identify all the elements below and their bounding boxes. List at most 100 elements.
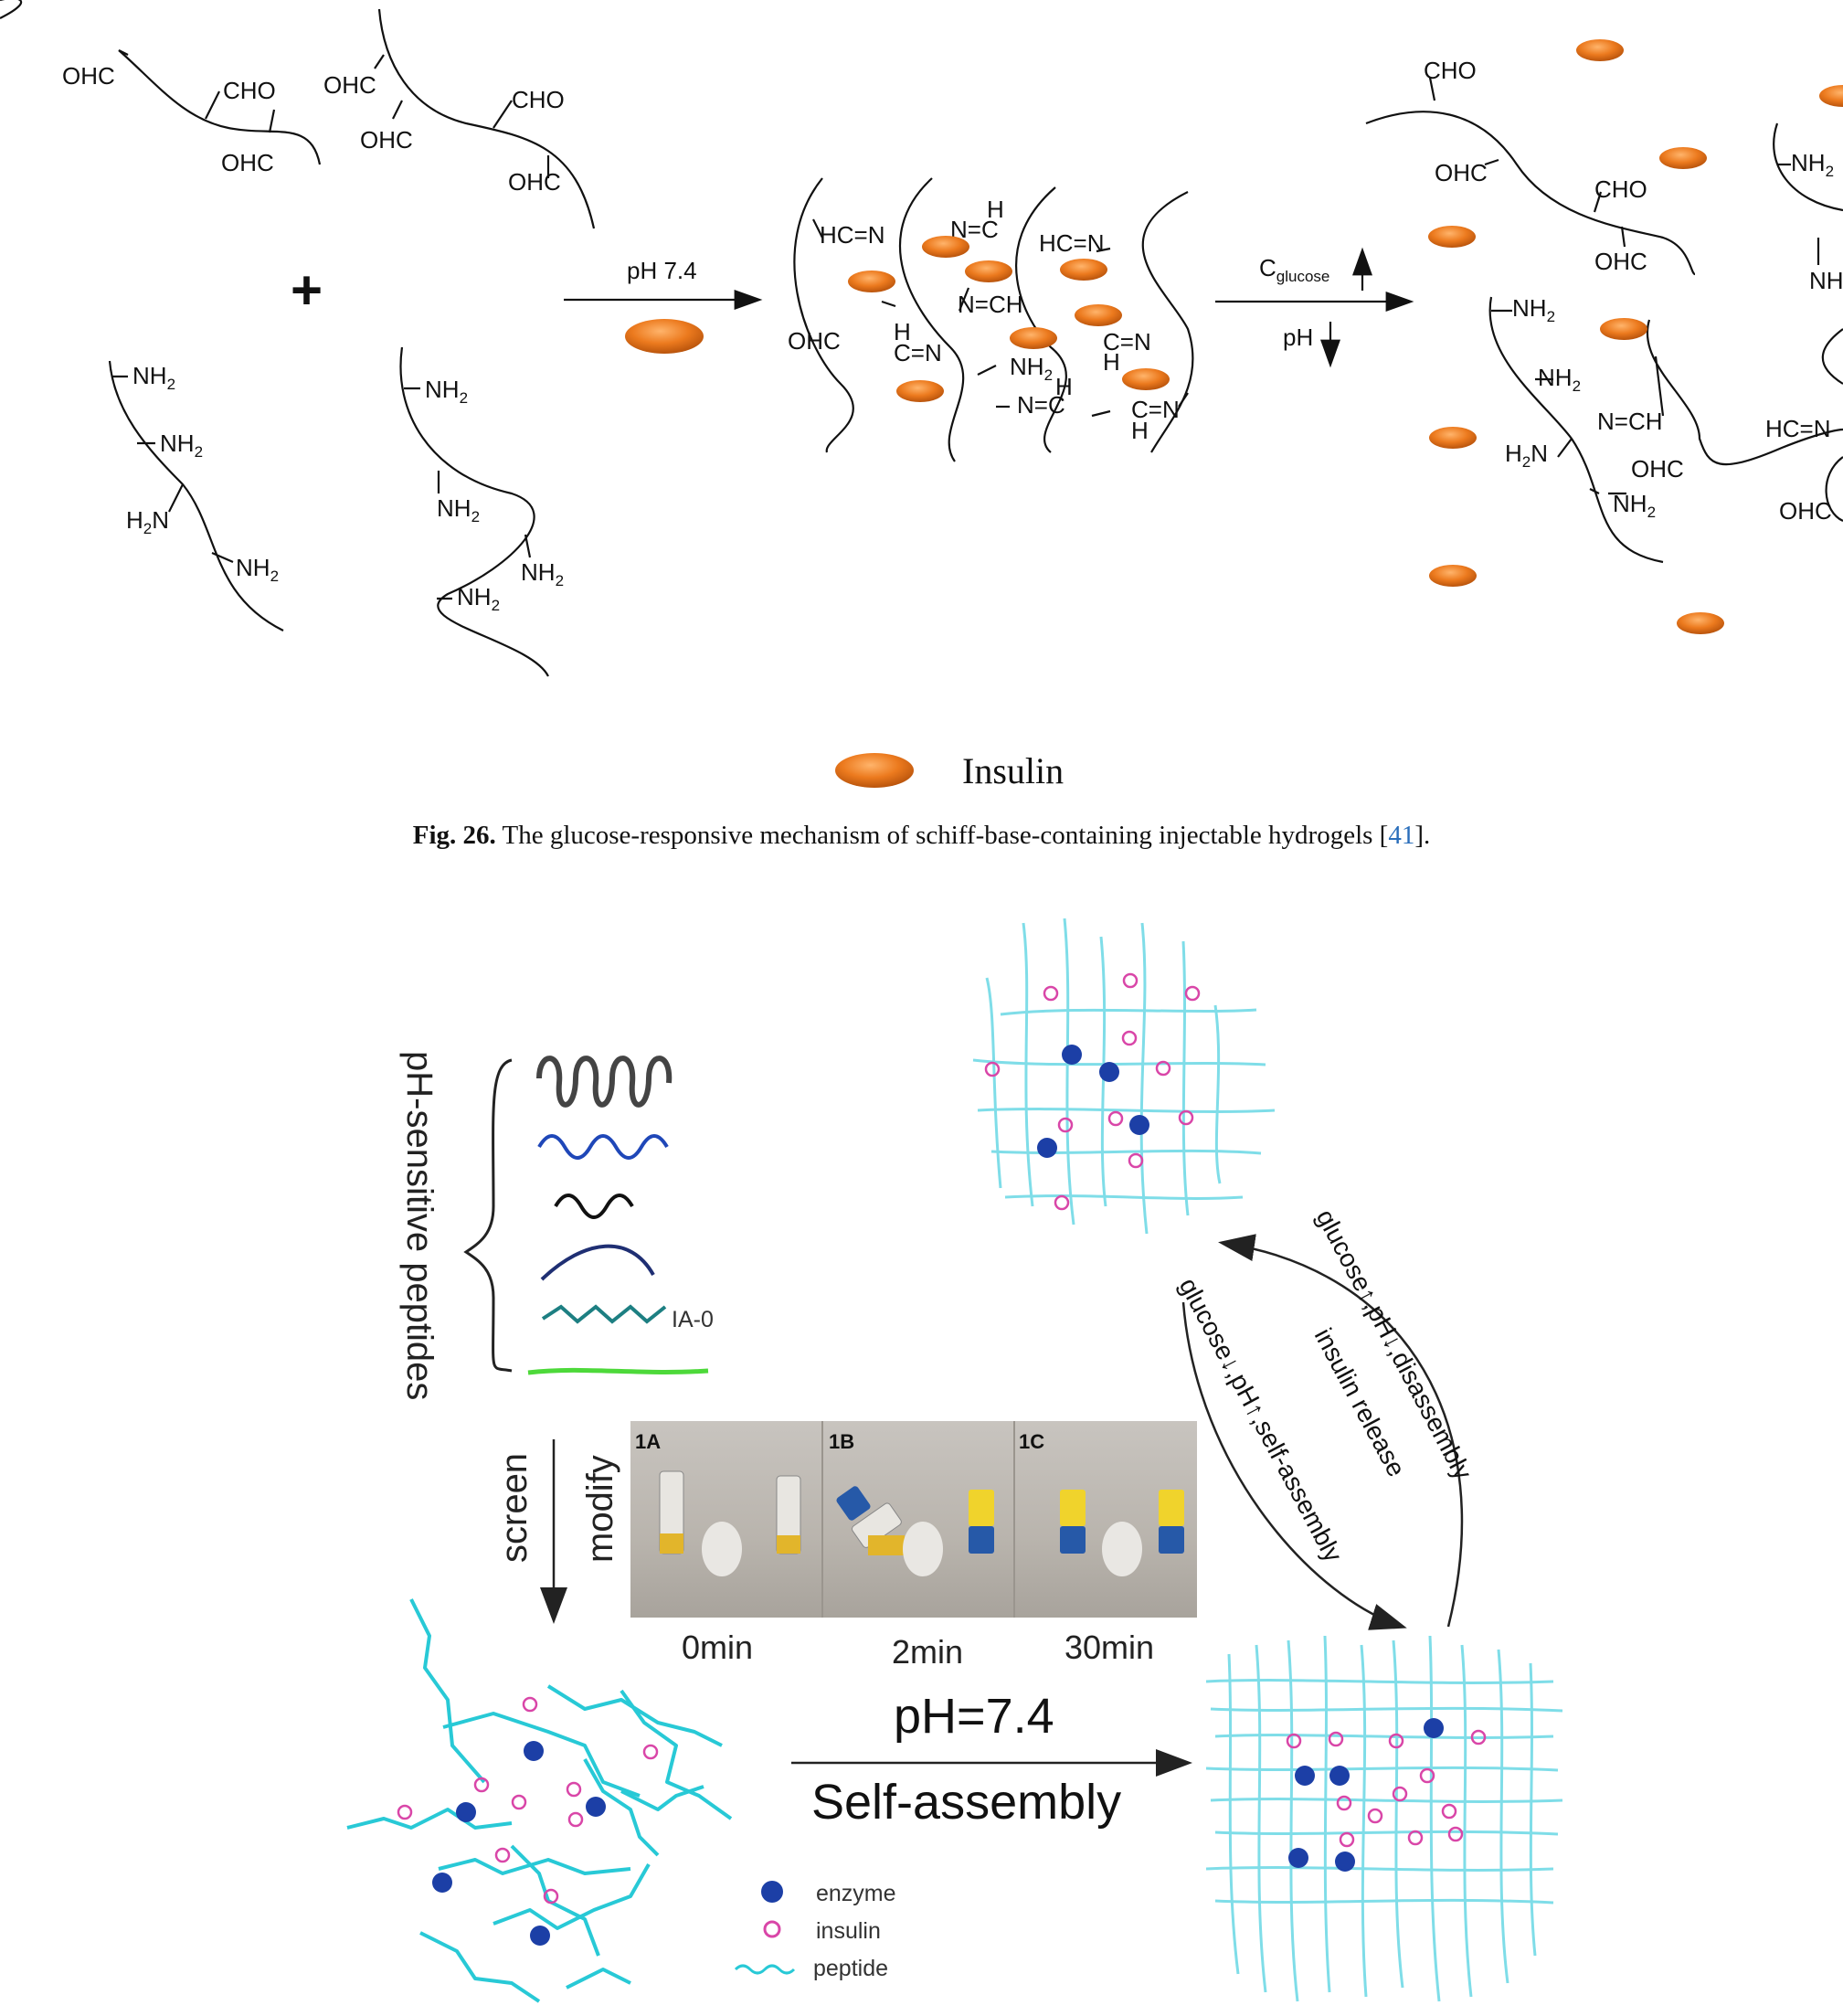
insulin-icon bbox=[625, 319, 704, 354]
photo-time-0: 0min bbox=[682, 1629, 753, 1666]
dense-network-particles bbox=[1286, 1718, 1487, 1872]
svg-text:CHO: CHO bbox=[1594, 175, 1647, 203]
plus-sign: + bbox=[291, 260, 323, 321]
legend-peptide-label: peptide bbox=[813, 1956, 888, 1981]
legend-insulin-icon bbox=[763, 1920, 781, 1938]
svg-text:H: H bbox=[1131, 417, 1149, 444]
svg-text:OHC: OHC bbox=[1779, 497, 1832, 525]
svg-text:NH2: NH2 bbox=[521, 558, 564, 589]
legend-enzyme-label: enzyme bbox=[816, 1881, 896, 1906]
svg-text:H: H bbox=[894, 318, 911, 345]
amine-labels: NH2 NH2 H2N NH2 NH2 NH2 NH2 NH2 bbox=[126, 362, 564, 614]
amine-chain-2 bbox=[399, 346, 549, 677]
hydrogel-network bbox=[793, 177, 1194, 462]
dispersed-peptides bbox=[346, 1598, 733, 2003]
label-ohc: OHC bbox=[360, 126, 413, 154]
caption-ref-link[interactable]: 41 bbox=[1388, 821, 1415, 850]
svg-text:NH: NH bbox=[1809, 267, 1843, 294]
label-ohc: OHC bbox=[323, 71, 376, 99]
svg-text:N=CH: N=CH bbox=[1597, 408, 1663, 435]
svg-text:H: H bbox=[1103, 348, 1120, 376]
svg-text:OHC: OHC bbox=[1435, 159, 1488, 186]
svg-text:NH2: NH2 bbox=[236, 554, 279, 585]
svg-text:HC=N: HC=N bbox=[820, 221, 885, 249]
self-assembly-label: Self-assembly bbox=[811, 1775, 1121, 1830]
label-cho: CHO bbox=[512, 86, 565, 113]
svg-text:NH2: NH2 bbox=[160, 430, 203, 461]
hydrogel-labels: HC=N N=C H HC=N N=CH OHC H C=N C=N H NH2… bbox=[788, 196, 1180, 444]
figure-caption: Fig. 26. The glucose-responsive mechanis… bbox=[0, 821, 1843, 851]
svg-text:H2N: H2N bbox=[126, 506, 169, 537]
svg-text:NH2: NH2 bbox=[1512, 294, 1555, 325]
top-network-particles bbox=[984, 972, 1201, 1211]
ph-label: pH=7.4 bbox=[894, 1689, 1054, 1744]
caption-text: The glucose-responsive mechanism of schi… bbox=[495, 821, 1389, 850]
svg-text:H: H bbox=[1055, 373, 1073, 400]
photo-tag-1c: 1C bbox=[1019, 1430, 1044, 1453]
entrapped-insulin bbox=[848, 236, 1170, 402]
svg-text:NH2: NH2 bbox=[457, 583, 500, 614]
lower-arrow-label: glucose↓,pH↑,self-assembly bbox=[1174, 1273, 1348, 1566]
legend-enzyme-icon bbox=[761, 1881, 783, 1903]
label-ohc: OHC bbox=[221, 149, 274, 176]
photo-tag-1b: 1B bbox=[829, 1430, 854, 1453]
svg-text:N=C: N=C bbox=[1017, 391, 1065, 419]
released-chains bbox=[1365, 77, 1843, 564]
figure-27-scheme: pH-sensitive peptides IA-0 screen modify bbox=[346, 918, 1563, 2003]
top-network bbox=[972, 918, 1276, 1235]
svg-text:OHC: OHC bbox=[1594, 248, 1647, 275]
figure-26-scheme: OHC CHO OHC OHC OHC CHO OHC + NH2 NH2 H2… bbox=[0, 0, 1843, 791]
dense-network bbox=[1205, 1635, 1563, 2002]
peptides-side-label: pH-sensitive peptides bbox=[399, 1051, 440, 1400]
modify-label: modify bbox=[580, 1455, 620, 1563]
svg-text:HC=N: HC=N bbox=[1765, 415, 1831, 442]
svg-text:CHO: CHO bbox=[1424, 57, 1477, 84]
arrow2-top-label: Cglucose bbox=[1259, 254, 1329, 285]
dispersed-particles bbox=[397, 1696, 659, 1946]
released-labels: CHO OHC CHO OHC NH2 NH2 H2N N=CH OHC NH2… bbox=[1424, 57, 1843, 525]
free-insulin bbox=[1428, 39, 1843, 634]
svg-text:NH2: NH2 bbox=[1538, 364, 1581, 395]
svg-text:OHC: OHC bbox=[788, 327, 841, 355]
helix-peptide-icon bbox=[536, 1056, 673, 1108]
svg-text:NH2: NH2 bbox=[437, 494, 480, 525]
green-peptide-icon bbox=[527, 1367, 709, 1375]
svg-text:OHC: OHC bbox=[1631, 455, 1684, 483]
svg-text:C=N: C=N bbox=[1131, 396, 1180, 423]
amine-chain-1 bbox=[108, 360, 284, 631]
upper-cycle-arrow bbox=[1218, 1234, 1464, 1628]
legend-peptide-icon bbox=[734, 1964, 796, 1975]
arrow2-bottom-label: pH bbox=[1283, 324, 1313, 351]
blue-wave-peptide-icon bbox=[537, 1134, 669, 1160]
arrow1-label: pH 7.4 bbox=[627, 257, 697, 284]
zigzag-peptide-icon bbox=[541, 1304, 667, 1324]
legend-insulin-label: insulin bbox=[816, 1918, 881, 1944]
svg-text:NH2: NH2 bbox=[1613, 490, 1656, 521]
photo-time-1: 2min bbox=[892, 1633, 963, 1671]
legend-insulin-icon bbox=[835, 753, 914, 788]
photo-panels bbox=[630, 1421, 1197, 1618]
arc-peptide-icon bbox=[540, 1244, 655, 1281]
peptides-brace bbox=[463, 1058, 513, 1373]
aldehyde-chain-2 bbox=[374, 8, 596, 229]
svg-text:NH2: NH2 bbox=[132, 362, 175, 393]
label-ohc: OHC bbox=[508, 168, 561, 196]
screen-label: screen bbox=[494, 1453, 535, 1563]
lower-cycle-arrow bbox=[1181, 1301, 1407, 1630]
svg-text:H2N: H2N bbox=[1505, 440, 1548, 471]
svg-text:H: H bbox=[987, 196, 1004, 223]
legend-insulin-label: Insulin bbox=[962, 750, 1064, 791]
aldehyde-chain-1 bbox=[0, 0, 322, 165]
svg-text:C=N: C=N bbox=[1103, 328, 1151, 355]
photo-tag-1a: 1A bbox=[635, 1430, 661, 1453]
caption-fig-label: Fig. 26. bbox=[412, 821, 496, 850]
caption-end: ]. bbox=[1414, 821, 1431, 850]
black-wave-peptide-icon bbox=[554, 1194, 634, 1219]
photo-time-2: 30min bbox=[1064, 1629, 1154, 1666]
svg-text:C=N: C=N bbox=[894, 339, 942, 366]
svg-text:NH2: NH2 bbox=[1791, 149, 1834, 180]
svg-text:HC=N: HC=N bbox=[1039, 229, 1105, 257]
ia-0-label: IA-0 bbox=[672, 1307, 714, 1332]
label-cho: CHO bbox=[223, 77, 276, 104]
svg-text:NH2: NH2 bbox=[1010, 353, 1053, 384]
